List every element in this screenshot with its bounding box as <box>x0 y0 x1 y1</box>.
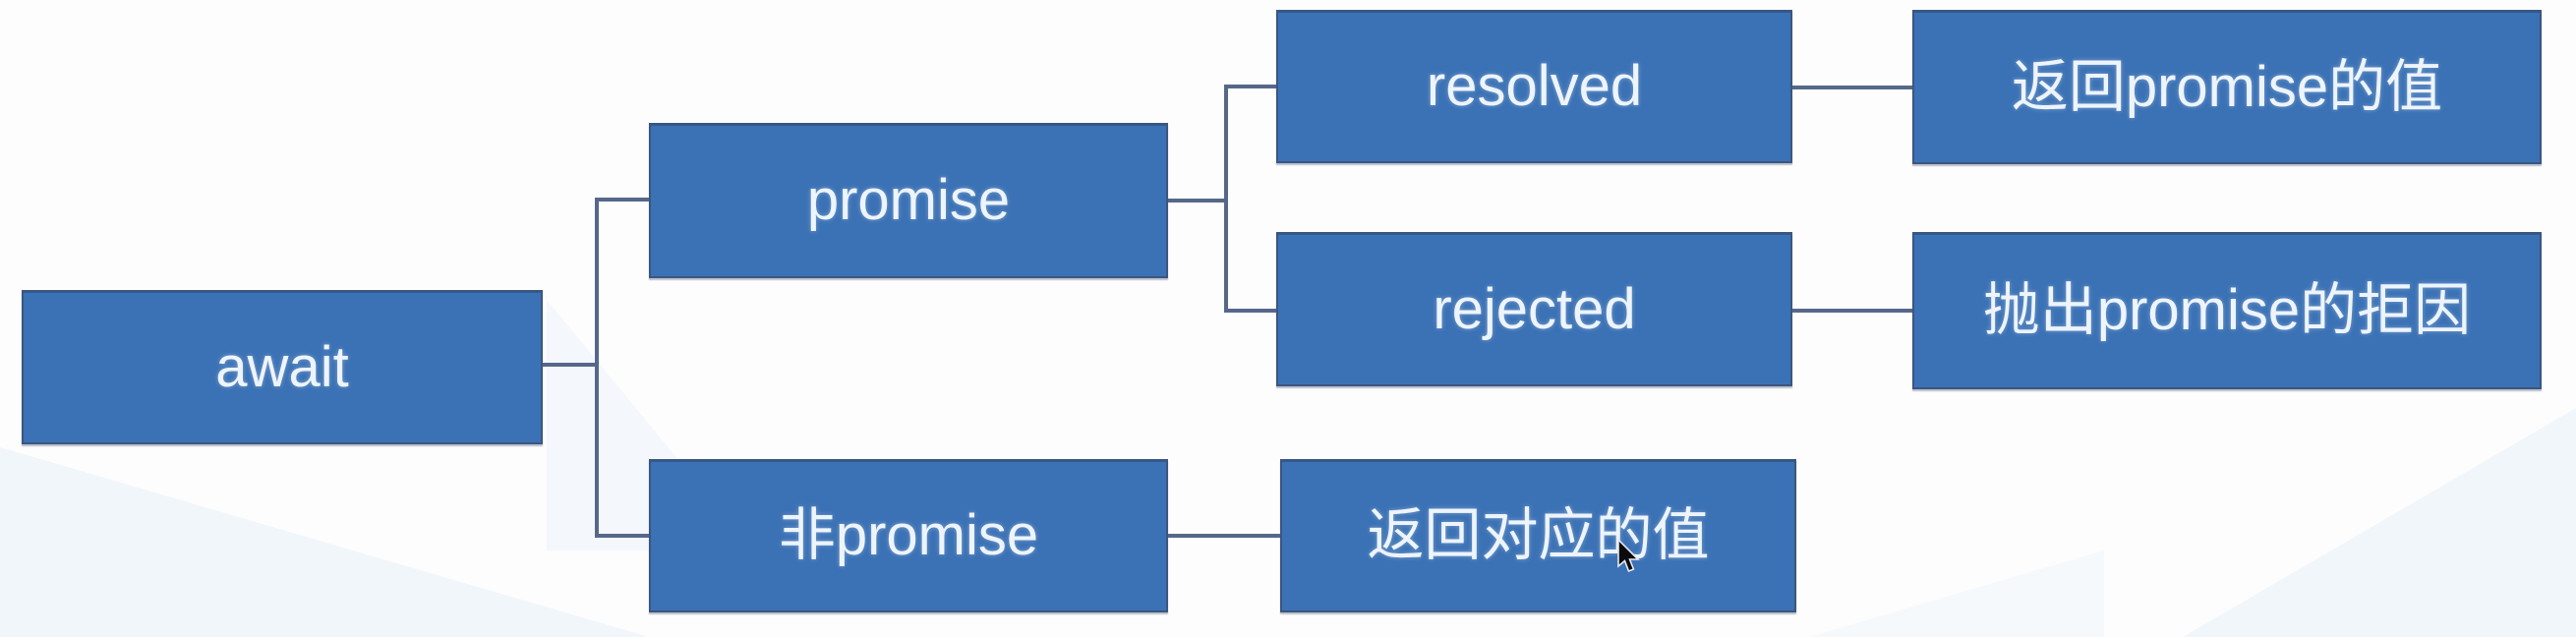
connector-await-stub <box>543 363 599 367</box>
node-promise-label: promise <box>806 168 1011 232</box>
node-return-corresponding-value: 返回对应的值 <box>1280 459 1796 612</box>
connector-rejected-to-throw-reason <box>1792 309 1912 313</box>
connector-await-to-non-promise <box>595 534 649 538</box>
connector-resolved-to-return-value <box>1792 86 1912 89</box>
background-shape-bottom-mid <box>1809 550 2104 637</box>
node-rejected-label: rejected <box>1433 276 1636 341</box>
node-resolved: resolved <box>1276 10 1792 163</box>
node-non-promise-label: 非promise <box>778 503 1039 567</box>
node-throw-promise-reason-label: 抛出promise的拒因 <box>1982 278 2472 342</box>
node-return-promise-value: 返回promise的值 <box>1912 10 2542 164</box>
node-await-label: await <box>215 334 349 399</box>
connector-await-bracket <box>595 198 599 538</box>
connector-promise-to-resolved <box>1224 85 1276 88</box>
node-throw-promise-reason: 抛出promise的拒因 <box>1912 232 2542 389</box>
connector-non-promise-to-return <box>1168 534 1280 538</box>
connector-promise-to-rejected <box>1224 309 1276 313</box>
node-await: await <box>22 290 543 444</box>
node-promise: promise <box>649 123 1168 278</box>
node-return-promise-value-label: 返回promise的值 <box>2011 54 2443 119</box>
node-rejected: rejected <box>1276 232 1792 386</box>
node-resolved-label: resolved <box>1426 54 1643 118</box>
connector-promise-bracket <box>1224 85 1228 313</box>
background-shape-bottom-right <box>2183 408 2576 637</box>
node-non-promise: 非promise <box>649 459 1168 612</box>
connector-await-to-promise <box>595 198 649 202</box>
connector-promise-stub <box>1168 199 1228 203</box>
node-return-corresponding-value-label: 返回对应的值 <box>1367 503 1710 567</box>
